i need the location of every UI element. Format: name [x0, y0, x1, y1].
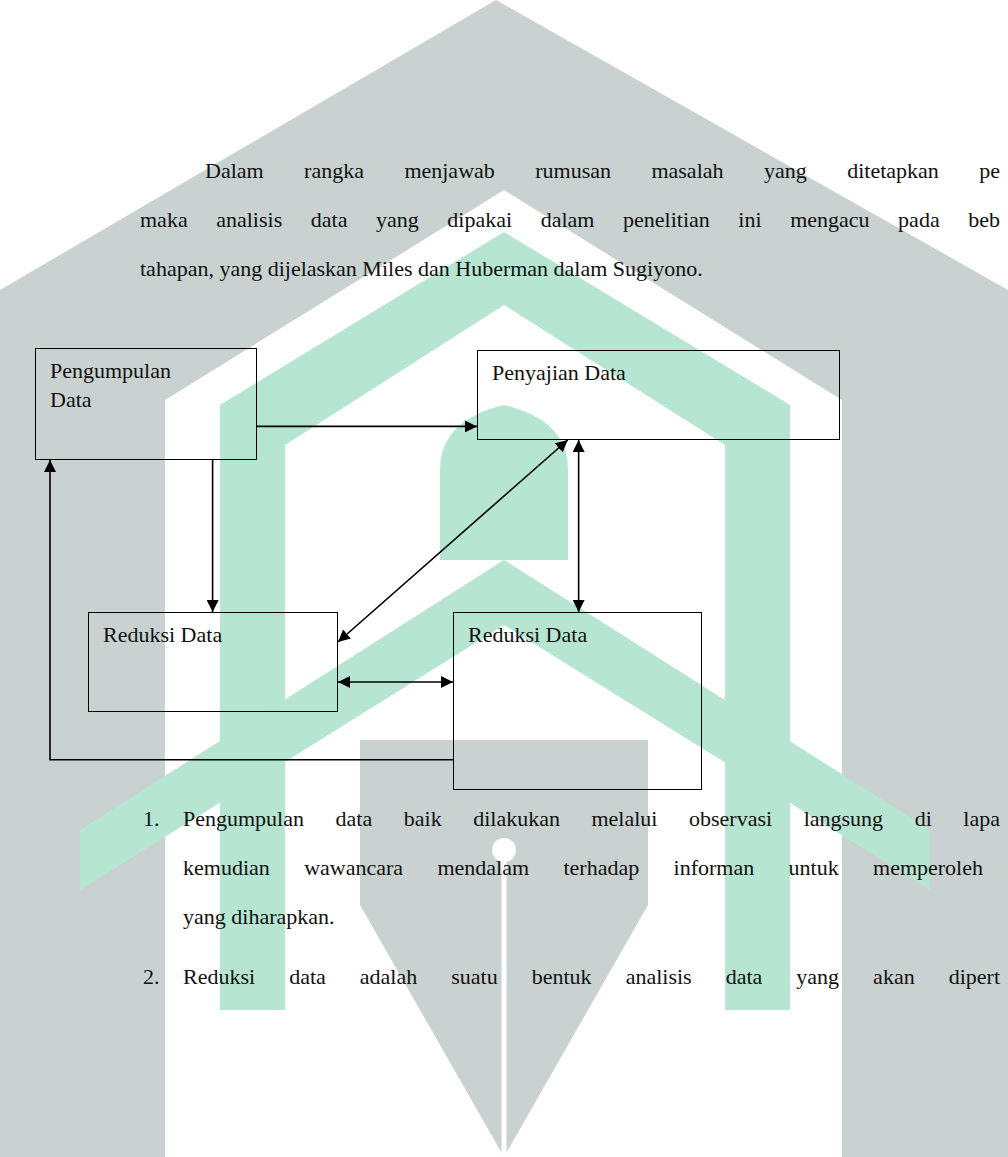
process-box: Penyajian Data — [477, 350, 840, 440]
flow-arrow — [578, 440, 580, 612]
logo-nib-slit — [502, 860, 507, 1157]
body-text-line: tahapan, yang dijelaskan Miles dan Huber… — [140, 256, 1000, 282]
list-number: 1. — [143, 806, 179, 832]
box-label: Reduksi Data — [103, 621, 323, 650]
body-text-line: Dalam rangka menjawab rumusan masalah ya… — [205, 158, 1000, 184]
flow-arrow — [50, 460, 453, 760]
box-label: Reduksi Data — [468, 621, 687, 650]
body-text-line: Pengumpulan data baik dilakukan melalui … — [183, 806, 1000, 832]
process-box: Pengumpulan Data — [35, 348, 257, 460]
box-label: Pengumpulan Data — [50, 357, 200, 414]
logo-pen-nib — [360, 740, 648, 1157]
flow-arrow — [257, 426, 477, 428]
logo-lower-chevron — [80, 560, 930, 890]
list-number: 2. — [143, 964, 179, 990]
body-text-line: maka analisis data yang dipakai dalam pe… — [140, 207, 1000, 233]
body-text-line: yang diharapkan. — [183, 904, 983, 930]
logo-dome — [440, 405, 568, 560]
process-box: Reduksi Data — [88, 612, 338, 712]
body-text-line: Reduksi data adalah suatu bentuk analisi… — [183, 964, 1000, 990]
flow-arrow — [212, 460, 214, 612]
body-text-line: kemudian wawancara mendalam terhadap inf… — [183, 855, 983, 881]
process-box: Reduksi Data — [453, 612, 702, 790]
box-label: Penyajian Data — [492, 359, 825, 388]
flow-arrow — [338, 681, 453, 683]
